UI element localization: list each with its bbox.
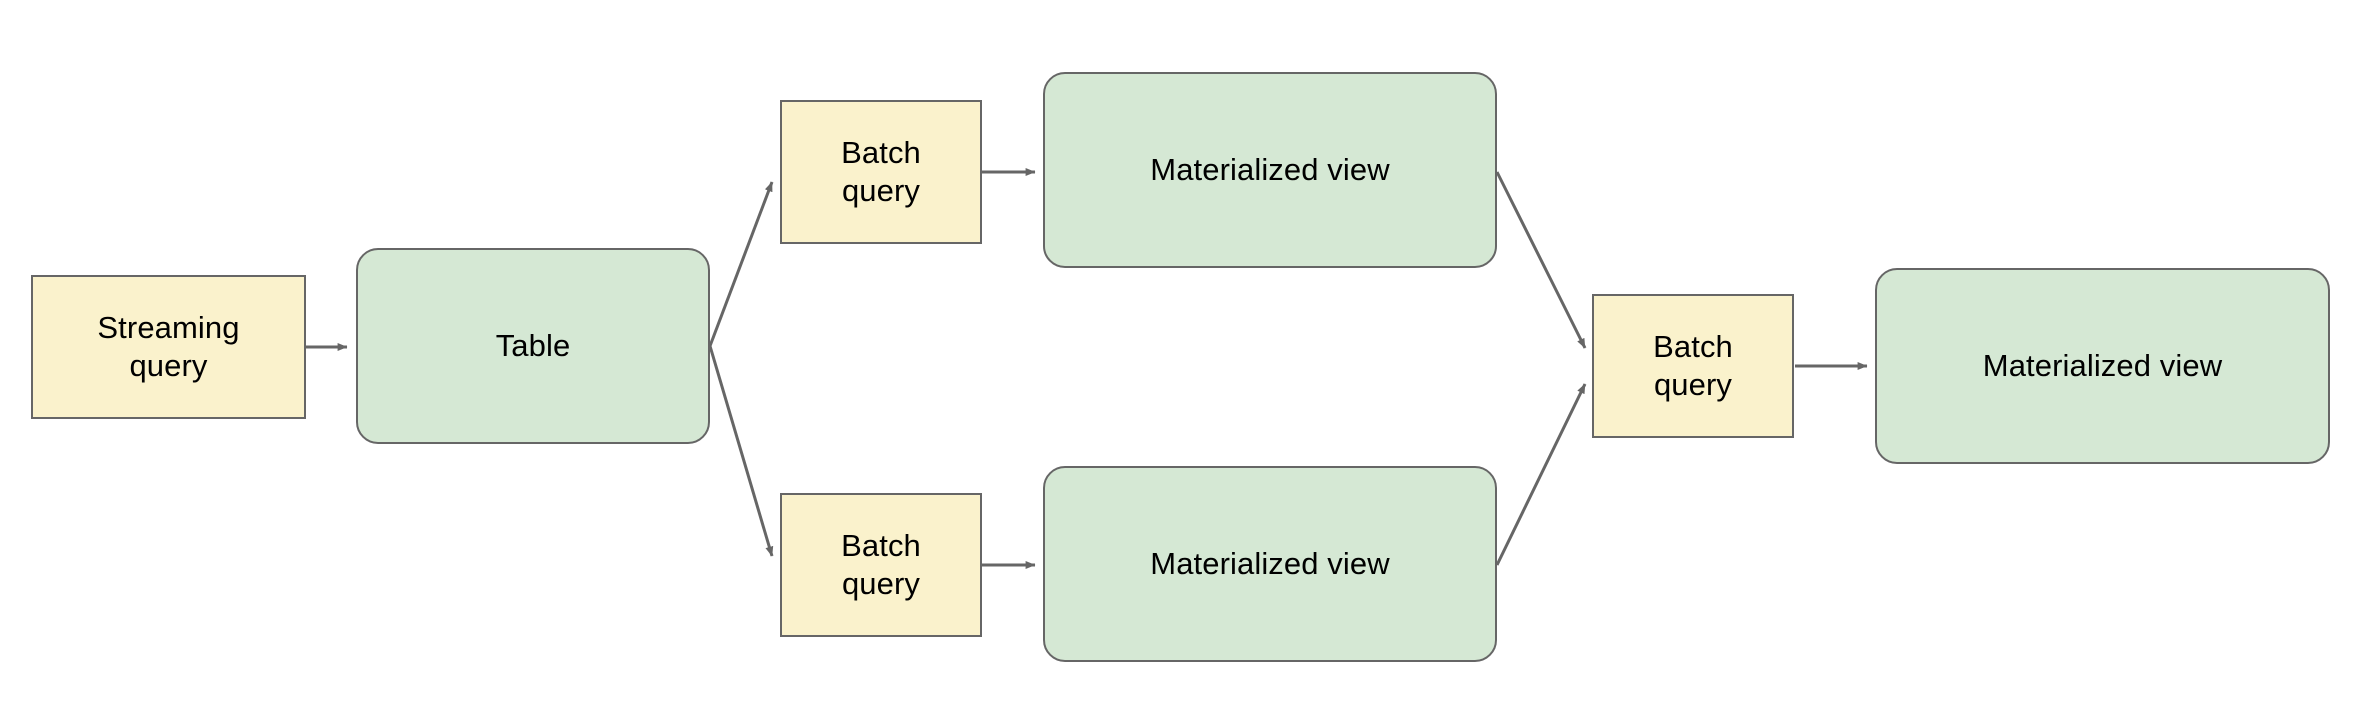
edge-table-to-batch-top [708,181,774,347]
node-streaming-query-label: Streaming query [97,310,240,383]
node-materialized-view-top-label: Materialized view [1150,152,1390,188]
node-batch-query-merge-label: Batch query [1653,329,1733,402]
node-batch-query-merge[interactable]: Batch query [1592,294,1794,438]
node-materialized-view-final-label: Materialized view [1982,348,2223,384]
node-batch-query-top-label: Batch query [841,135,921,208]
node-streaming-query[interactable]: Streaming query [31,275,306,419]
edge-table-to-batch-bottom [708,345,774,557]
node-batch-query-bottom[interactable]: Batch query [780,493,982,637]
node-table-label: Table [495,328,571,364]
node-materialized-view-bottom[interactable]: Materialized view [1043,466,1497,662]
node-materialized-view-final[interactable]: Materialized view [1875,268,2330,464]
node-batch-query-top[interactable]: Batch query [780,100,982,244]
edge-mv-bottom-to-batch-merge [1495,383,1587,566]
node-batch-query-bottom-label: Batch query [841,528,921,601]
node-table[interactable]: Table [356,248,710,444]
node-materialized-view-bottom-label: Materialized view [1150,546,1390,582]
node-materialized-view-top[interactable]: Materialized view [1043,72,1497,268]
edge-mv-top-to-batch-merge [1495,171,1587,349]
